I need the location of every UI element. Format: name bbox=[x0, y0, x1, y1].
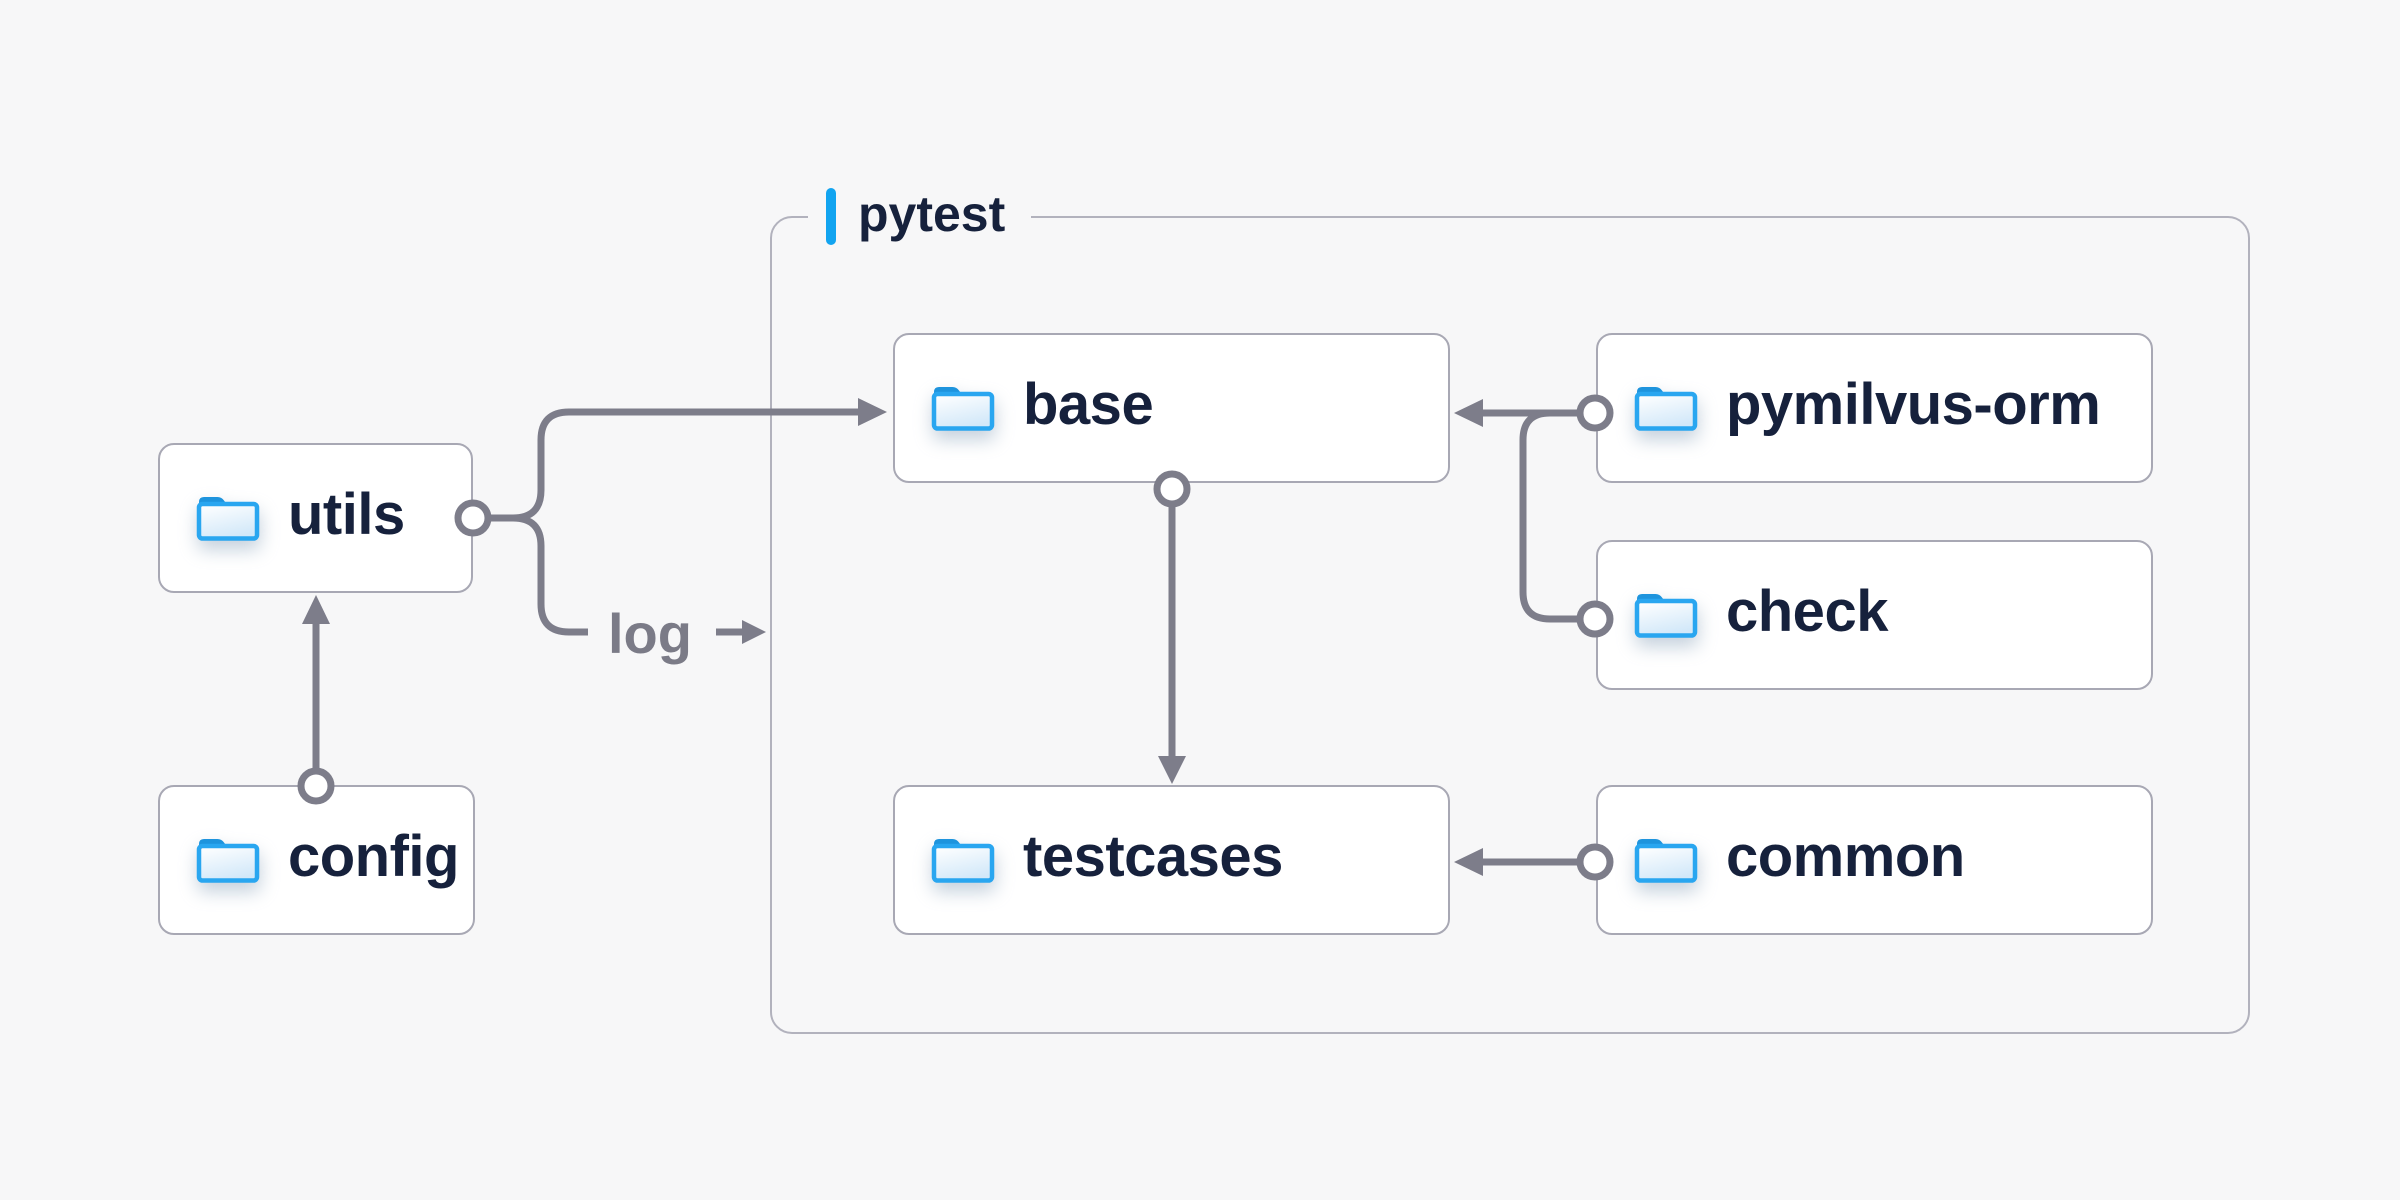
node-base-label: base bbox=[1023, 372, 1154, 437]
folder-icon bbox=[931, 387, 995, 431]
folder-icon bbox=[931, 839, 995, 883]
folder-icon bbox=[196, 497, 260, 541]
node-base: base bbox=[893, 333, 1450, 483]
node-config-label: config bbox=[288, 824, 459, 889]
node-utils: utils bbox=[158, 443, 473, 593]
folder-icon bbox=[196, 839, 260, 883]
node-common-label: common bbox=[1726, 824, 1965, 889]
group-pytest bbox=[770, 216, 2250, 1034]
node-pymilvus-orm-label: pymilvus-orm bbox=[1726, 372, 2101, 437]
node-config: config bbox=[158, 785, 475, 935]
edge-config-utils bbox=[302, 595, 330, 770]
group-title: pytest bbox=[858, 186, 1006, 242]
node-check: check bbox=[1596, 540, 2153, 690]
group-pytest-label: pytest bbox=[808, 186, 1032, 246]
node-check-label: check bbox=[1726, 579, 1888, 644]
node-testcases-label: testcases bbox=[1023, 824, 1283, 889]
folder-icon bbox=[1634, 594, 1698, 638]
node-pymilvus-orm: pymilvus-orm bbox=[1596, 333, 2153, 483]
folder-icon bbox=[1634, 387, 1698, 431]
node-common: common bbox=[1596, 785, 2153, 935]
folder-icon bbox=[1634, 839, 1698, 883]
edge-label-log: log bbox=[608, 602, 692, 665]
node-testcases: testcases bbox=[893, 785, 1450, 935]
accent-bar-icon bbox=[826, 187, 836, 245]
node-utils-label: utils bbox=[288, 482, 405, 547]
